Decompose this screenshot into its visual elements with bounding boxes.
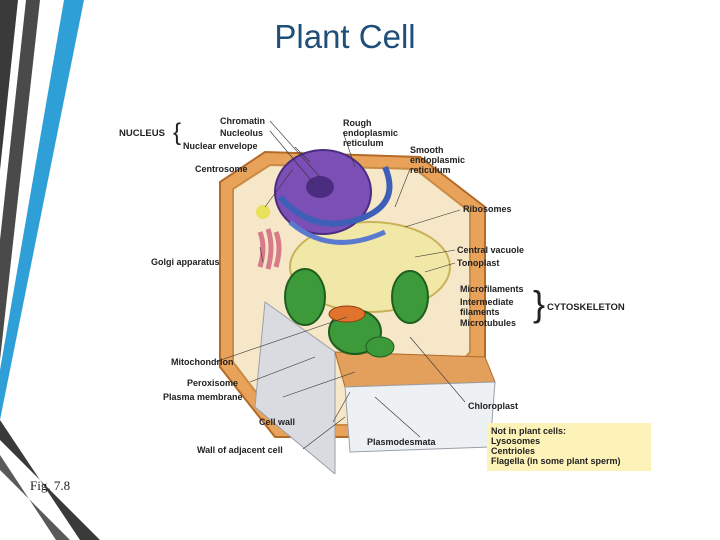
label-intermediate-filaments-2: filaments [460,307,500,317]
label-chloroplast: Chloroplast [468,401,519,411]
label-nuclear-envelope: Nuclear envelope [183,141,258,151]
label-smooth-er-3: reticulum [410,165,451,175]
label-microtubules: Microtubules [460,318,517,328]
label-rough-er-2: endoplasmic [343,128,399,138]
label-rough-er-1: Rough [343,118,372,128]
label-cell-wall: Cell wall [259,417,296,427]
label-mitochondrion: Mitochondrion [171,357,234,367]
label-nucleolus: Nucleolus [220,128,264,138]
cell-illustration [214,120,496,474]
slide-title: Plant Cell [274,18,416,55]
figure-caption: Fig. 7.8 [30,478,71,493]
plant-cell-diagram: NUCLEUS { Chromatin Nucleolus Nuclear en… [115,107,655,474]
label-tonoplast: Tonoplast [457,258,500,268]
label-centrosome: Centrosome [195,164,248,174]
label-ribosomes: Ribosomes [463,204,512,214]
note-item-flagella: Flagella (in some plant sperm) [491,456,621,466]
label-peroxisome: Peroxisome [187,378,239,388]
label-smooth-er-1: Smooth [410,145,444,155]
note-item-lysosomes: Lysosomes [491,436,541,446]
brace-nucleus: { [173,119,182,146]
label-plasma-membrane: Plasma membrane [163,392,243,402]
label-rough-er-3: reticulum [343,138,384,148]
label-chromatin: Chromatin [220,116,265,126]
label-wall-adjacent-cell: Wall of adjacent cell [197,445,283,455]
brace-cytoskeleton: } [533,283,546,324]
note-item-centrioles: Centrioles [491,446,536,456]
label-cytoskeleton: CYTOSKELETON [547,302,625,313]
label-smooth-er-2: endoplasmic [410,155,466,165]
note-heading: Not in plant cells: [491,426,567,436]
label-central-vacuole: Central vacuole [457,245,525,255]
label-plasmodesmata: Plasmodesmata [367,437,436,447]
label-microfilaments: Microfilaments [460,284,524,294]
not-in-plant-cells-box: Not in plant cells: Lysosomes Centrioles… [487,423,651,471]
label-golgi: Golgi apparatus [151,257,220,267]
label-intermediate-filaments-1: Intermediate [460,297,514,307]
label-nucleus: NUCLEUS [119,128,165,139]
slide-decoration [0,0,100,540]
